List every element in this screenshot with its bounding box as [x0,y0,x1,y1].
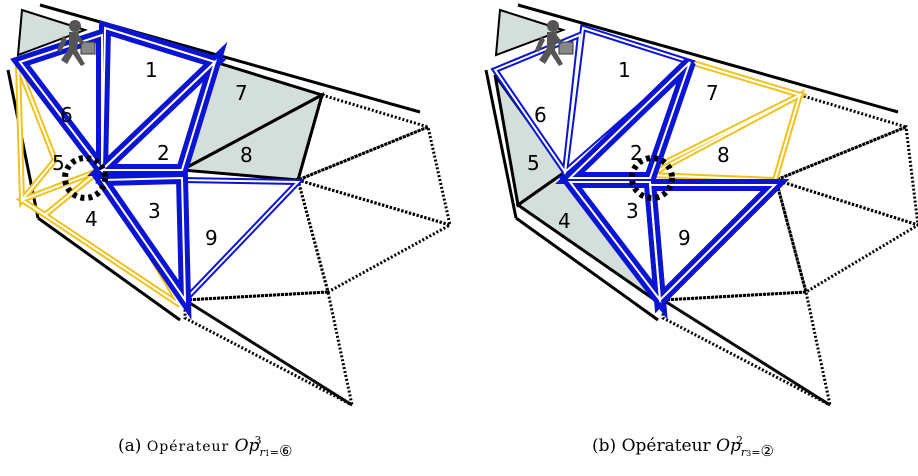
label-a-3: 3 [148,199,161,223]
triangle-9-b [643,179,790,314]
caption-a-sup: 3 [254,434,262,447]
triangle-9 [178,176,305,308]
label-a-7: 7 [235,81,248,105]
caption-a-circled: ⑥ [279,442,293,460]
caption-a-equals: = [269,446,280,459]
gray-triangle-top-b [494,8,567,57]
label-a-2: 2 [157,141,170,165]
caption-b-word: Opérateur [621,436,711,456]
walking-person-with-briefcase-icon-b [535,20,574,66]
panel-b: 1 2 3 4 5 6 7 8 9 [484,3,918,409]
label-a-5: 5 [52,151,65,175]
caption-b-sub: r [740,446,747,459]
label-b-2: 2 [630,141,643,165]
caption-b-circled: ② [760,442,774,460]
dashed-circle-marker-icon [62,155,108,201]
label-b-9: 9 [678,226,691,250]
label-a-6: 6 [60,103,73,127]
label-b-1: 1 [618,58,631,82]
gray-triangle-top [16,8,89,57]
panel-a: 1 2 3 4 5 6 7 8 9 [6,3,454,409]
caption-b: (b) Opérateur Opr3=② 2 [592,434,774,460]
label-b-5: 5 [527,151,540,175]
label-a-4: 4 [85,207,98,231]
caption-b-sub-index: 3 [746,449,752,458]
caption-b-equals: = [751,446,761,459]
caption-b-op: Op [716,436,741,456]
caption-a-letter: (a) [118,436,142,456]
caption-a-sub-index: 1 [264,449,270,458]
label-a-9: 9 [205,226,218,250]
label-b-7: 7 [706,81,719,105]
label-b-3: 3 [626,199,639,223]
caption-a-word: Opérateur [146,439,230,455]
caption-a-op: Op [234,436,260,456]
triangle-8 [176,92,325,182]
label-a-1: 1 [145,58,158,82]
dashed-circle-marker-icon-b [629,155,675,201]
caption-b-sup: 2 [735,434,743,447]
caption-b-letter: (b) [592,436,617,456]
walking-person-with-briefcase-icon [57,20,96,66]
label-b-4: 4 [558,209,571,233]
caption-a: (a) Opérateur Opr1=⑥ 3 [118,434,292,460]
label-b-8: 8 [717,143,730,167]
label-b-6: 6 [534,103,547,127]
label-a-8: 8 [240,143,253,167]
caption-a-sub: r [259,446,265,459]
